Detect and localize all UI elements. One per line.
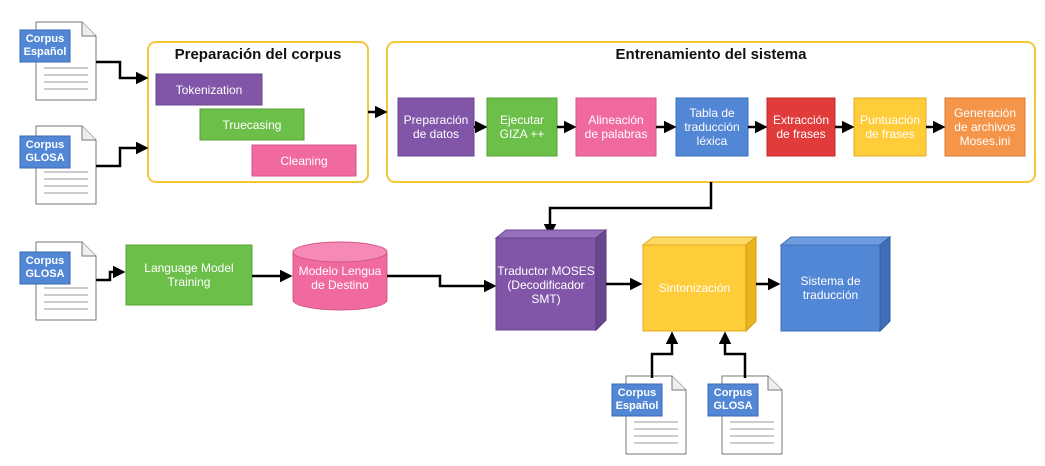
step-alineacion [575, 97, 657, 157]
generacion-moses-ini-label: Generación de archivos Moses.ini [953, 106, 1017, 148]
step-tabla-traduccion [675, 97, 749, 157]
moses-label: Traductor MOSES (Decodificador SMT) [497, 264, 595, 306]
doc-espanol-bottom-label: Corpus Español [615, 387, 659, 412]
step-cleaning [251, 144, 357, 177]
target-lm-label: Modelo Lengua de Destino [298, 264, 382, 292]
tabla-traduccion-label: Tabla de traducción léxica [684, 106, 740, 148]
doc-glosa-top [19, 125, 97, 205]
doc-glosa-top-label: Corpus GLOSA [25, 139, 65, 164]
doc-glosa-mid-label: Corpus GLOSA [25, 255, 65, 280]
target-lm-cylinder [292, 241, 388, 311]
step-preparacion-datos [397, 97, 475, 157]
ejecutar-giza-label: Ejecutar GIZA ++ [499, 113, 545, 141]
system-box [779, 235, 892, 333]
doc-espanol-top [19, 21, 97, 101]
training-title: Entrenamiento del sistema [615, 46, 807, 63]
doc-glosa-bottom-label: Corpus GLOSA [713, 387, 753, 412]
tuning-label: Sintonización [658, 281, 731, 295]
doc-espanol-bottom [611, 375, 687, 455]
doc-espanol-top-label: Corpus Español [23, 33, 67, 58]
bottom-doc-arrows [650, 331, 747, 378]
step-puntuacion-frases [853, 97, 927, 157]
corpus-prep-title: Preparación del corpus [174, 46, 342, 63]
truecasing-label: Truecasing [222, 117, 282, 132]
preparacion-datos-label: Preparación de datos [403, 113, 469, 141]
step-ejecutar-giza [486, 97, 558, 157]
step-extraccion-frases [766, 97, 836, 157]
arrow-training-to-moses [543, 182, 713, 237]
doc-glosa-bottom [707, 375, 783, 455]
tuning-box [641, 235, 758, 333]
cleaning-label: Cleaning [280, 153, 328, 168]
system-label: Sistema de traducción [800, 274, 861, 302]
arrow-target-to-moses [387, 274, 497, 293]
step-tokenization [155, 73, 263, 106]
extraccion-frases-label: Extracción de frases [772, 113, 830, 141]
moses-box [494, 228, 608, 332]
puntuacion-frases-label: Puntuación de frases [859, 113, 921, 141]
tokenization-label: Tokenization [175, 82, 243, 97]
lm-training-box [125, 244, 253, 306]
alineacion-label: Alineación de palabras [584, 113, 648, 141]
step-truecasing [199, 108, 305, 141]
doc-arrows [96, 60, 149, 282]
lm-training-label: Language Model Training [144, 261, 234, 289]
step-generacion-moses-ini [944, 97, 1026, 157]
doc-glosa-mid [19, 241, 97, 321]
